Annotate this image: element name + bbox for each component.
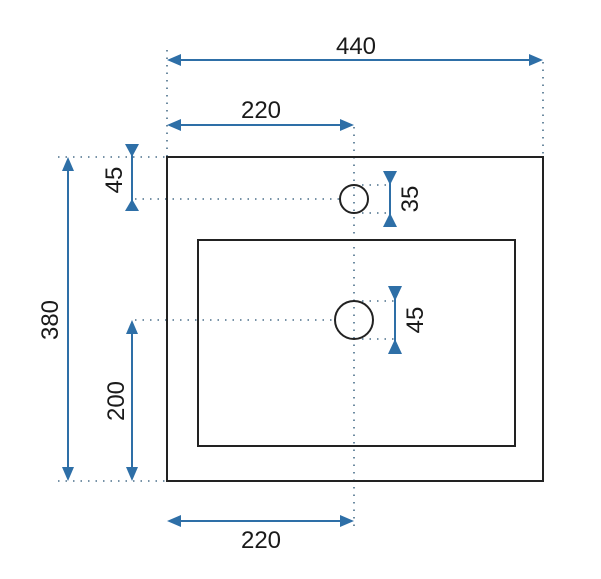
label-drain-from-front: 200	[103, 381, 130, 421]
drain-hole	[334, 300, 374, 340]
label-tap-from-edge: 45	[101, 167, 128, 194]
dimension-drain-offset: 220	[167, 515, 354, 554]
label-drain-offset: 220	[241, 527, 281, 554]
label-tap-offset: 220	[241, 97, 281, 124]
extension-lines	[58, 50, 544, 530]
label-tap-diameter: 35	[397, 186, 424, 213]
basin-outer-outline	[166, 156, 544, 482]
label-total-depth: 380	[37, 300, 64, 340]
basin-bowl-outline	[197, 239, 516, 447]
label-total-width: 440	[336, 33, 376, 60]
tap-hole	[339, 184, 369, 214]
dimension-total-width: 440	[167, 33, 543, 66]
dimension-drain-from-front: 200	[103, 320, 138, 481]
label-drain-diameter: 45	[402, 307, 429, 334]
dimension-total-depth: 380	[37, 157, 74, 481]
dimension-tap-diameter: 35	[383, 171, 424, 227]
dimension-tap-offset: 220	[167, 97, 354, 131]
dimension-tap-from-edge: 45	[101, 144, 139, 211]
dimension-drain-diameter: 45	[388, 286, 429, 354]
